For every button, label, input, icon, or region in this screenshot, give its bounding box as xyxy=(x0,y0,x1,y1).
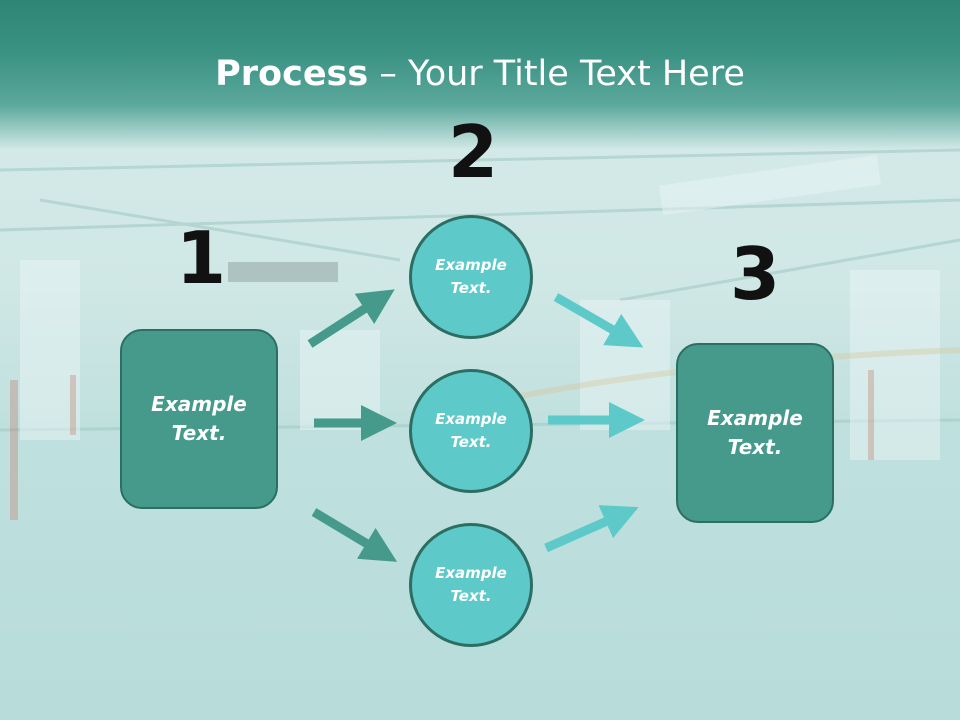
right-box-line2: Text. xyxy=(727,435,783,459)
circle-middle-line2: Text. xyxy=(450,433,492,451)
circle-bottom-line1: Example xyxy=(435,564,507,582)
title-rest: – Your Title Text Here xyxy=(368,54,745,94)
circle-top-line2: Text. xyxy=(450,279,492,297)
arrow-left-to-bottom-circle xyxy=(311,508,398,562)
arrow-top-circle-to-right xyxy=(553,293,644,348)
left-box-line2: Text. xyxy=(171,421,227,445)
title-bold: Process xyxy=(215,54,369,94)
step-number-2: 2 xyxy=(448,110,499,194)
right-box-line1: Example xyxy=(707,406,803,430)
arrow-bottom-circle-to-right xyxy=(544,505,639,553)
title-band xyxy=(0,0,960,150)
arrow-left-to-top-circle xyxy=(307,289,395,348)
circle-bottom-line2: Text. xyxy=(450,587,492,605)
slide-title: Process – Your Title Text Here xyxy=(0,52,960,96)
step-number-3: 3 xyxy=(730,232,781,316)
step-number-1: 1 xyxy=(176,216,227,300)
left-box-line1: Example xyxy=(151,392,247,416)
circle-middle-line1: Example xyxy=(435,410,507,428)
circle-top-line1: Example xyxy=(435,256,507,274)
